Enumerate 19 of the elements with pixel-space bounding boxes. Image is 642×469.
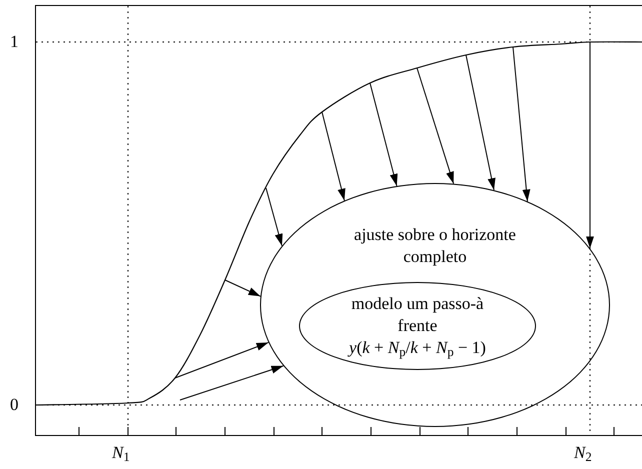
axis-label: 0 [10,395,18,415]
arrow [370,82,398,186]
arrow [416,68,454,184]
formula: y(k + N$_{p}$/k + N$_{p}$ − 1) [349,337,486,359]
arrow [174,342,269,378]
arrow [266,188,283,246]
ellipse [260,183,610,427]
axis-label: N$_{1}$ [112,443,130,463]
arrow [322,112,346,202]
arrow [512,46,530,202]
arrow [180,365,284,400]
curve [35,41,642,406]
ellipse [299,282,536,370]
arrow [586,42,594,249]
axis-label: 1 [10,32,18,52]
axis-label: N$_{2}$ [574,443,592,463]
arrow [224,280,261,297]
ellipse-text: ajuste sobre o horizonte completo [353,224,517,268]
arrow [466,54,496,191]
